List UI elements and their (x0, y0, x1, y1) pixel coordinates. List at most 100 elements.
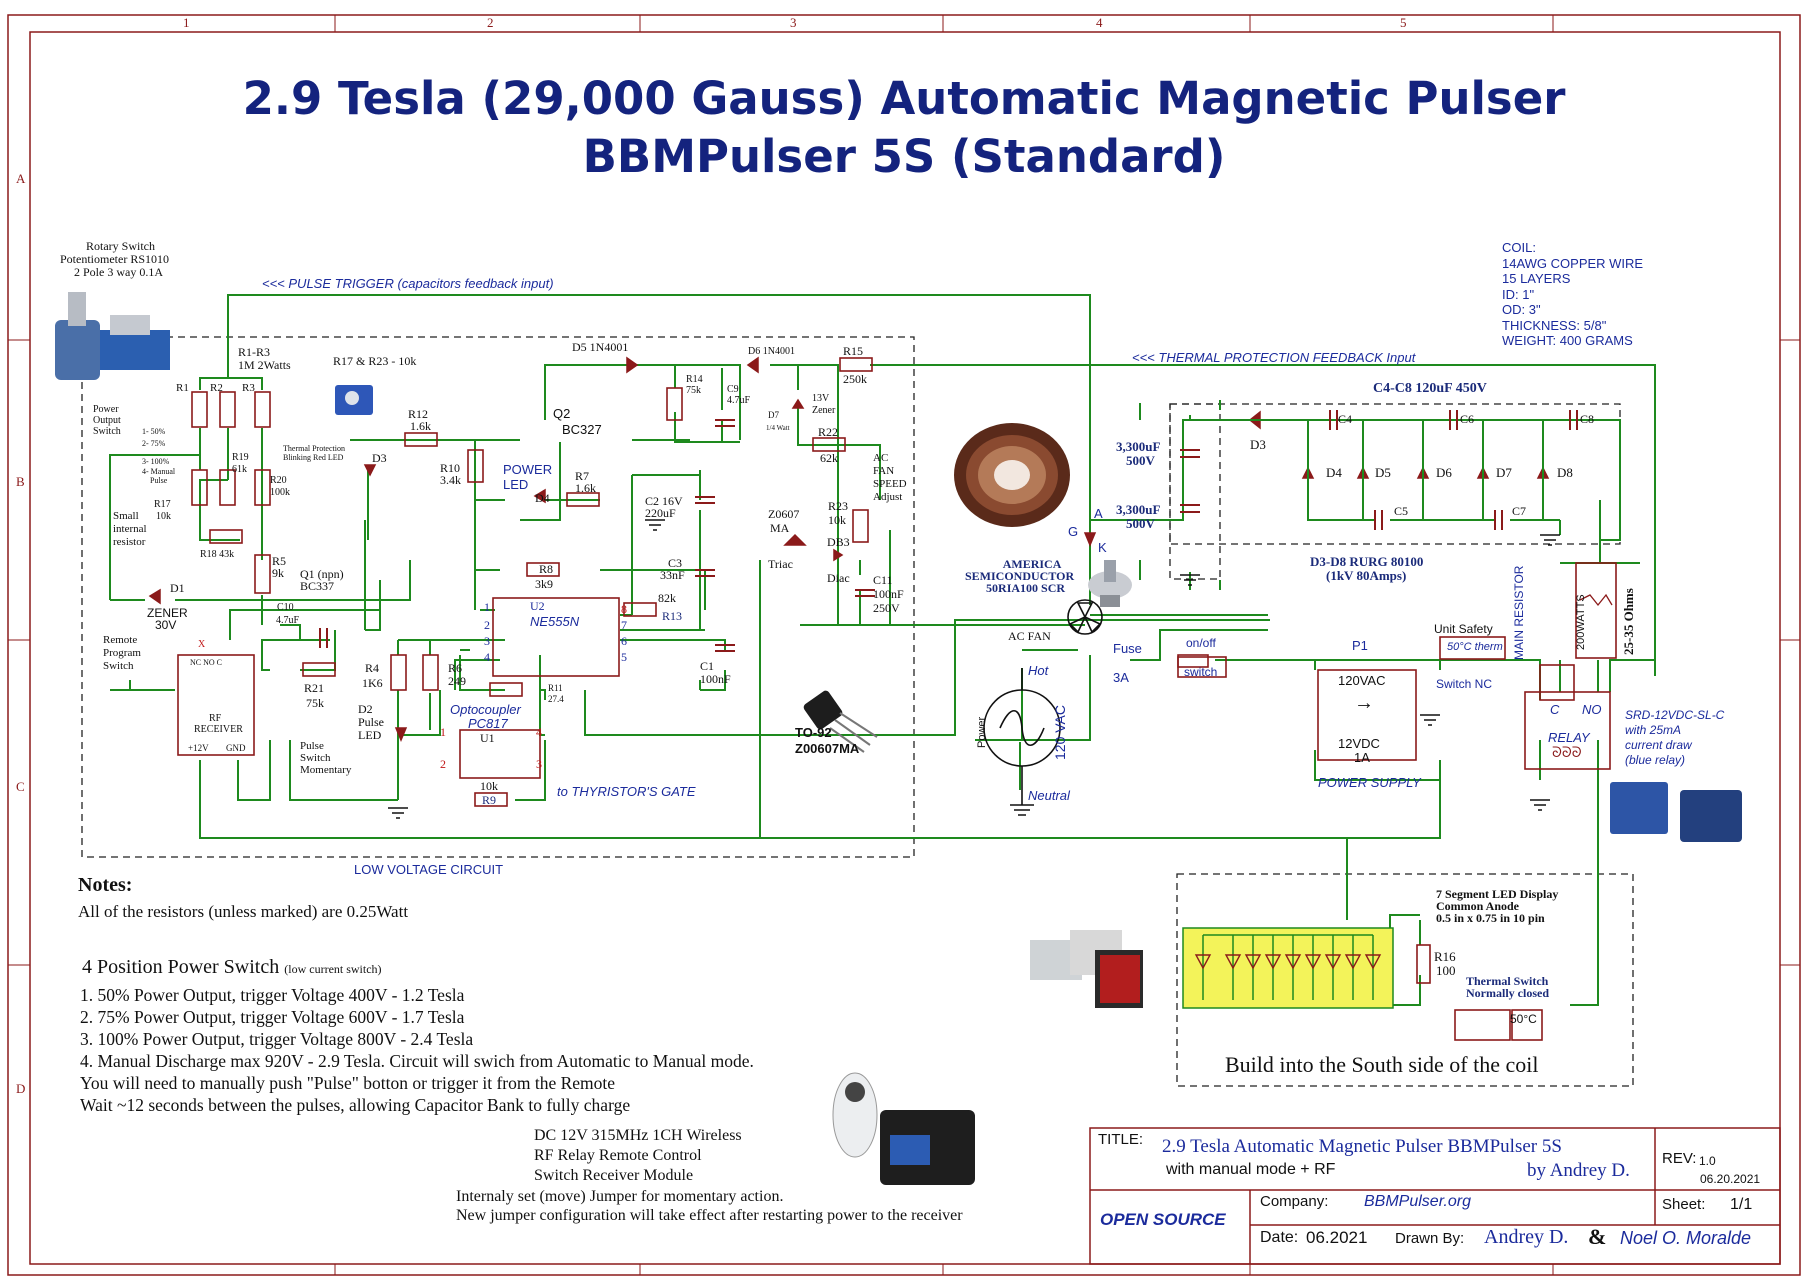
r23-value: 10k (828, 513, 846, 527)
tb-title-label: TITLE: (1098, 1131, 1144, 1148)
u2-pin-7: 7 (621, 618, 627, 632)
notes-heading: Notes: (78, 874, 133, 896)
r11-label: R11 (548, 683, 563, 693)
tb-amp: & (1588, 1224, 1607, 1249)
switch-pos-1: 1- 50% (142, 427, 166, 436)
switch-pos-2: 2- 75% (142, 439, 166, 448)
tb-title-value: 2.9 Tesla Automatic Magnetic Pulser BBMP… (1162, 1136, 1562, 1157)
r9-label: R9 (482, 793, 497, 807)
d3d8-label: D3-D8 RURG 80100 (1310, 554, 1424, 569)
scr-g-label: G (1068, 524, 1079, 539)
q2-value: BC327 (562, 422, 602, 437)
hot-label: Hot (1028, 663, 1049, 678)
scr-line: SEMICONDUCTOR (965, 569, 1075, 583)
cap3300a-label: 3,300uF (1116, 439, 1161, 454)
rs-line: Remote (103, 634, 138, 646)
c6-label: C6 (1460, 412, 1475, 426)
r19-value: 61k (232, 464, 247, 475)
power-led-label: POWER (503, 462, 553, 477)
sr-line: resistor (113, 536, 146, 548)
r14-label: R14 (686, 374, 703, 385)
r21-label: R21 (304, 681, 325, 695)
r13-label: R13 (662, 609, 683, 623)
note-item: 4. Manual Discharge max 920V - 2.9 Tesla… (80, 1051, 754, 1071)
ps-line: Switch (93, 426, 121, 437)
r5-value: 9k (272, 566, 284, 580)
vac-label: 120 VAC (1052, 705, 1068, 760)
u2-value: NE555N (530, 614, 580, 629)
c1-label: C1 (700, 659, 715, 673)
r23-label: R23 (828, 499, 849, 513)
dd7-label: D7 (1496, 465, 1512, 480)
q1-value: BC337 (300, 579, 335, 593)
rf-receiver-label: RF (209, 713, 222, 724)
c11-value: 100nF (873, 587, 904, 601)
u2-pin-1: 1 (484, 600, 490, 614)
c5-label: C5 (1394, 504, 1409, 518)
coil-line: 15 LAYERS (1502, 271, 1571, 286)
rf-jumper1: Internaly set (move) Jumper for momentar… (456, 1188, 784, 1205)
d2-value2: LED (358, 728, 382, 742)
net-thermal-feedback: <<< THERMAL PROTECTION FEEDBACK Input (1132, 350, 1416, 365)
r1-label: R1 (176, 382, 189, 394)
d1-label: D1 (170, 581, 185, 595)
d3d8-value: (1kV 80Amps) (1326, 568, 1407, 583)
r20-label: R20 (270, 475, 287, 486)
seg-line: 0.5 in x 0.75 in 10 pin (1436, 911, 1545, 925)
r7-label: R7 (575, 469, 590, 483)
d2-label: D2 (358, 702, 373, 716)
rf-line: RF Relay Remote Control (534, 1147, 702, 1164)
coil-photo (954, 423, 1070, 527)
switch-nc-label: Switch NC (1436, 677, 1493, 691)
sheet-frame (7, 14, 1801, 1276)
rotary-line: Potentiometer RS1010 (60, 252, 169, 266)
col-label-2: 2 (487, 15, 494, 30)
u2-pin-8: 8 (621, 602, 627, 616)
note-item: 1. 50% Power Output, trigger Voltage 400… (80, 985, 465, 1005)
thermal-led-label: Thermal Protection Blinking Red LED (283, 444, 345, 462)
z0607-label: Z0607 (768, 507, 800, 521)
opto-pin-2: 2 (440, 757, 446, 771)
psu-amp-label: 1A (1354, 750, 1370, 765)
therm-label: 50°C therm (1447, 641, 1503, 653)
r13-value: 82k (658, 591, 676, 605)
opto-label: Optocoupler (450, 702, 521, 717)
r17-label: R17 (154, 499, 171, 510)
triac-photo (803, 690, 878, 753)
coil-line: ID: 1" (1502, 286, 1535, 302)
r1r3-label: R1-R3 (238, 345, 271, 359)
resistor-watts-label: 200WATTS (1575, 594, 1587, 650)
r20-value: 100k (270, 487, 290, 498)
psu-in-label: 120VAC (1338, 673, 1386, 688)
col-label-3: 3 (790, 15, 797, 30)
r9-value: 10k (480, 779, 498, 793)
ts-line: Thermal Switch (1466, 974, 1549, 988)
tb-subtitle: with manual mode + RF (1166, 1161, 1336, 1178)
unit-safety-label: Unit Safety (1434, 622, 1493, 636)
af-line: SPEED (873, 478, 907, 490)
af-line: AC (873, 452, 889, 464)
r17r23-label: R17 & R23 - 10k (333, 354, 417, 368)
power-switch-label: Power Output Switch (93, 404, 121, 437)
resistor-ohms-label: 25-35 Ohms (1621, 588, 1636, 655)
note-item: 3. 100% Power Output, trigger Voltage 80… (80, 1029, 474, 1049)
col-label-5: 5 (1400, 15, 1407, 30)
r1r3-value: 1M 2Watts (238, 358, 291, 372)
c3-label: C3 (668, 556, 683, 570)
main-resistor-label: MAIN RESISTOR (1512, 565, 1526, 660)
c2-value: 220uF (645, 506, 676, 520)
to92-label: TO-92 (795, 725, 832, 740)
coil-line: 14AWG COPPER WIRE (1502, 255, 1644, 271)
tb-rev-value: 1.0 (1699, 1154, 1716, 1168)
fuse-label: Fuse (1113, 641, 1142, 656)
tb-sheet-value: 1/1 (1730, 1196, 1753, 1213)
low-voltage-label: LOW VOLTAGE CIRCUIT (354, 862, 504, 877)
r12-value: 1.6k (410, 419, 431, 433)
notes-items: 1. 50% Power Output, trigger Voltage 400… (80, 984, 754, 1116)
rs-line: Switch (103, 660, 134, 672)
title-block-frame (1089, 1127, 1781, 1265)
row-label-c: C (16, 779, 25, 794)
thermal-switch-temp: 50°C (1510, 1012, 1537, 1026)
pw-line: Momentary (300, 764, 352, 776)
cap3300a-value: 500V (1126, 453, 1155, 468)
